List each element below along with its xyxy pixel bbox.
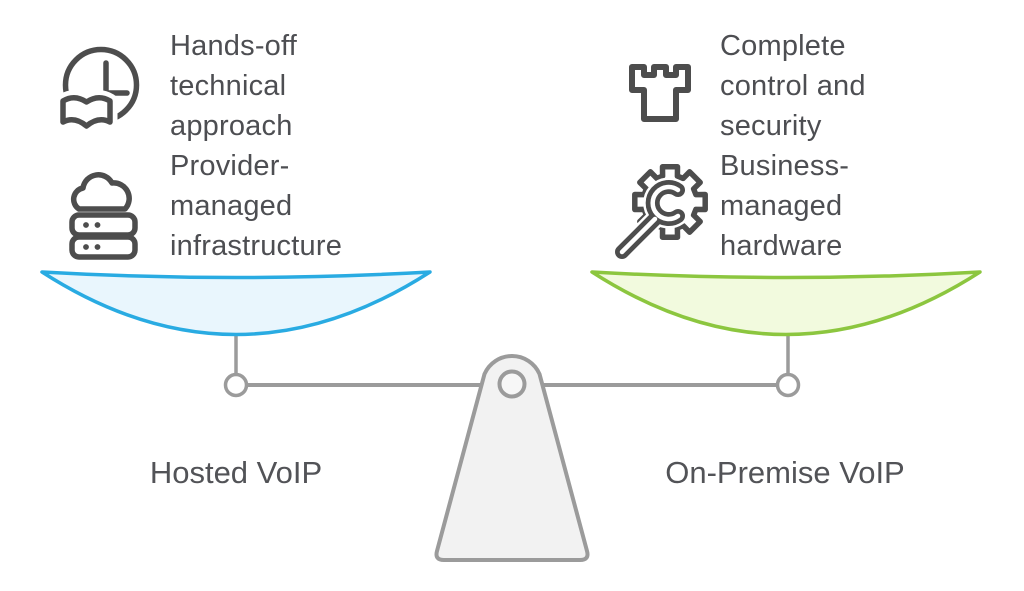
fulcrum-shape (434, 353, 590, 562)
fulcrum-pivot-ring (497, 369, 527, 399)
left-pan-label: Hosted VoIP (149, 455, 323, 490)
right-beam-ring (775, 372, 801, 398)
feature-business-managed: Business- managed hardware (605, 146, 905, 271)
feature-provider-managed: Provider- managed infrastructure (55, 146, 355, 271)
right-pan-label: On-Premise VoIP (665, 455, 905, 490)
feature-text: Complete control and security (720, 30, 866, 142)
feature-text: Business- managed hardware (720, 150, 850, 262)
cloud-server-icon (55, 168, 140, 270)
left-beam-ring (223, 372, 249, 398)
feature-text: Provider- managed infrastructure (170, 150, 343, 262)
left-pan-shape (40, 270, 432, 337)
clock-book-icon (55, 42, 140, 144)
castle-tower-icon (617, 57, 694, 127)
feature-text: Hands-off technical approach (170, 30, 298, 142)
feature-hands-off: Hands-off technical approach (55, 26, 355, 151)
wrench-gear-icon (608, 154, 710, 266)
right-pan-shape (590, 270, 982, 337)
feature-complete-control: Complete control and security (605, 26, 905, 151)
